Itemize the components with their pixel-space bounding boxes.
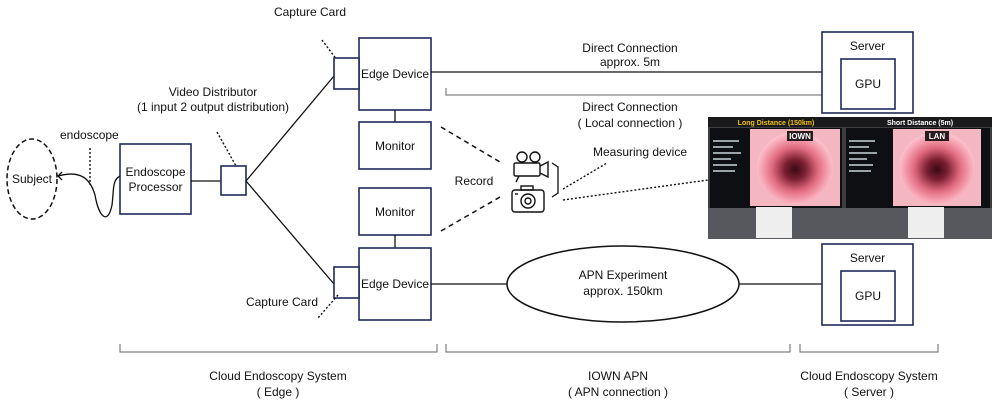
- section-apn-label-1: IOWN APN: [588, 369, 648, 383]
- gpu-bottom-label: GPU: [855, 289, 881, 303]
- apn-label-2: approx. 150km: [583, 284, 662, 298]
- photo-badge-right: LAN: [929, 132, 946, 141]
- subject-label: Subject: [12, 172, 53, 186]
- edge-device-top-box: [358, 37, 432, 111]
- edge-device-bottom-label: Edge Device: [361, 277, 429, 291]
- measuring-pointer-2: [562, 179, 709, 201]
- photo-caption-right: Short Distance (5m): [887, 120, 953, 127]
- record-label: Record: [455, 174, 494, 188]
- apn-label-1: APN Experiment: [579, 268, 668, 282]
- video-distributor-box: [220, 165, 247, 196]
- direct-conn-label-2: approx. 5m: [600, 55, 660, 69]
- video-camera-icon: [513, 151, 549, 183]
- edge-device-top-label: Edge Device: [361, 67, 429, 81]
- measuring-device-label: Measuring device: [593, 145, 687, 159]
- server-top-label: Server: [850, 39, 885, 53]
- endoscope-cable: [57, 173, 121, 218]
- measuring-bracket: [551, 162, 559, 198]
- gpu-bottom-box: [840, 270, 896, 322]
- capture-card-bottom-label: Capture Card: [246, 295, 318, 309]
- monitor-top-box: [358, 121, 432, 170]
- section-edge-label-2: ( Edge ): [257, 385, 300, 399]
- server-bottom-label: Server: [850, 251, 885, 265]
- section-bracket-edge: [119, 344, 438, 353]
- local-connection-bracket: [445, 88, 823, 96]
- capture-card-top-label: Capture Card: [274, 5, 346, 19]
- section-bracket-apn: [445, 344, 791, 353]
- section-edge-label-1: Cloud Endoscopy System: [209, 369, 346, 383]
- record-dash-bottom: [440, 196, 501, 232]
- distributor-to-capture-bottom: [245, 180, 335, 285]
- section-apn-label-2: ( APN connection ): [568, 385, 668, 399]
- photo-caption-left: Long Distance (150km): [738, 120, 815, 127]
- endoscope-tip: [57, 171, 63, 181]
- processor-label-2: Processor: [128, 180, 182, 194]
- local-conn-label-2: ( Local connection ): [578, 116, 683, 130]
- section-server-label-1: Cloud Endoscopy System: [800, 369, 937, 383]
- section-bracket-server: [799, 344, 939, 353]
- monitor-bottom-label: Monitor: [375, 205, 415, 219]
- distributor-to-capture-top: [245, 75, 335, 182]
- gpu-top-label: GPU: [855, 77, 881, 91]
- local-conn-label-1: Direct Connection: [582, 100, 677, 114]
- measurement-photo: [708, 117, 992, 239]
- monitor-top-label: Monitor: [375, 139, 415, 153]
- measuring-pointer-1: [562, 162, 608, 190]
- endoscope-processor-box: [119, 143, 192, 215]
- record-dash-top: [440, 126, 501, 163]
- photo-camera-icon: [511, 185, 545, 213]
- capture-card-bottom-pointer: [317, 294, 339, 319]
- distributor-label-2: (1 input 2 output distribution): [137, 100, 289, 114]
- gpu-top-box: [840, 58, 896, 110]
- distributor-pointer: [216, 131, 237, 167]
- distributor-label-1: Video Distributor: [169, 85, 258, 99]
- processor-label-1: Endoscope: [125, 165, 185, 179]
- capture-card-bottom-box: [333, 266, 360, 299]
- direct-conn-label-1: Direct Connection: [582, 41, 677, 55]
- photo-badge-left: IOWN: [789, 132, 811, 141]
- endoscope-label: endoscope: [60, 128, 119, 142]
- section-server-label-2: ( Server ): [844, 385, 894, 399]
- subject-ellipse: [6, 138, 58, 220]
- capture-card-top-box: [333, 57, 360, 90]
